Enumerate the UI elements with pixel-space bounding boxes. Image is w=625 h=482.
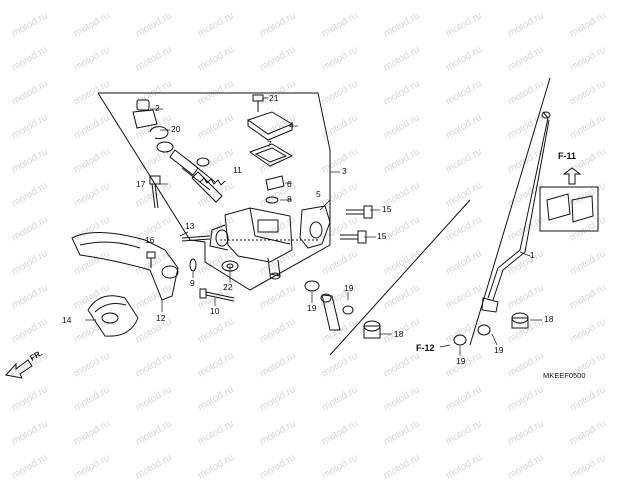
- front-arrow-icon: [5, 359, 33, 379]
- part-8-shape: [265, 196, 279, 204]
- bolt-18a-shape: [363, 320, 381, 339]
- f11-inset-box: [539, 186, 599, 232]
- callout-7: 7: [267, 139, 272, 149]
- hose-end-left-shape: [304, 280, 341, 331]
- callout-19b: 19: [344, 283, 354, 293]
- brake-hose-shape: [481, 111, 551, 313]
- washer-19c-shape: [453, 334, 467, 346]
- callout-22: 22: [223, 282, 233, 292]
- callout-9: 9: [190, 278, 195, 288]
- leader-f12: [469, 77, 551, 346]
- callout-21: 21: [269, 93, 279, 103]
- part-7-shape: [248, 143, 294, 167]
- callout-8: 8: [287, 194, 292, 204]
- callout-5: 5: [316, 189, 321, 199]
- washer-19b-shape: [342, 305, 354, 315]
- callout-10: 10: [210, 306, 220, 316]
- f11-arrow: [562, 167, 582, 185]
- callout-18b: 18: [544, 314, 554, 324]
- part-16-shape: [146, 251, 156, 268]
- callout-4: 4: [289, 120, 294, 130]
- lever-shape: [71, 231, 179, 301]
- callout-19a: 19: [307, 303, 317, 313]
- callout-12: 12: [156, 313, 166, 323]
- part-9-shape: [189, 258, 197, 272]
- callout-19c: 19: [456, 356, 466, 366]
- part-10-shape: [199, 288, 235, 302]
- part-15a-shape: [346, 205, 373, 219]
- callout-13: 13: [185, 221, 195, 231]
- diagram-code: MKEEF0500: [543, 371, 586, 380]
- bolt-18b-shape: [511, 312, 529, 329]
- master-cylinder-shape: [209, 207, 293, 280]
- part-21-shape: [252, 94, 264, 112]
- part-13-shape: [181, 235, 211, 239]
- ref-f12: F-12: [416, 343, 435, 353]
- callout-17: 17: [136, 179, 146, 189]
- callout-2: 2: [155, 103, 160, 113]
- spring-shape: [199, 177, 226, 186]
- ref-f11: F-11: [558, 151, 577, 161]
- part-17-shape: [149, 175, 161, 209]
- callout-14: 14: [62, 315, 72, 325]
- part-6-shape: [265, 175, 285, 191]
- callout-20: 20: [171, 124, 181, 134]
- part-5-shape: [299, 205, 331, 249]
- callout-19d: 19: [494, 345, 504, 355]
- part-20-shape: [149, 126, 169, 140]
- washer-19d-shape: [477, 324, 491, 336]
- callout-3: 3: [342, 166, 347, 176]
- callout-6: 6: [287, 179, 292, 189]
- part-14-shape: [87, 295, 139, 337]
- diagram-drawing: [5, 77, 599, 379]
- callout-11: 11: [233, 165, 242, 175]
- part-4-shape: [246, 111, 294, 141]
- oring-shape: [156, 141, 174, 153]
- leader-hose-cut: [329, 199, 471, 356]
- leader-lines: [85, 97, 542, 356]
- f11-inset-parts: [546, 193, 594, 223]
- callout-15b: 15: [377, 231, 387, 241]
- callout-15a: 15: [382, 204, 392, 214]
- assembly-boundary: [97, 92, 331, 291]
- piston-assembly-shape: [169, 149, 223, 203]
- callout-16: 16: [145, 235, 155, 245]
- part-2-shape: [132, 99, 158, 129]
- part-15b-shape: [340, 230, 367, 244]
- callout-1: 1: [530, 250, 535, 260]
- callout-18a: 18: [394, 329, 404, 339]
